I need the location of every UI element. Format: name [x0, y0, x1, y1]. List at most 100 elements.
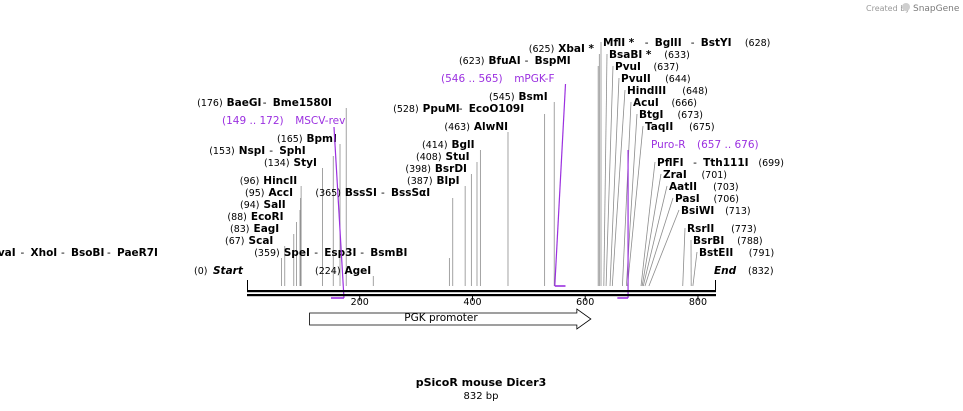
enzyme-cut-leader — [622, 101, 632, 287]
enzyme-cut-leader — [644, 197, 674, 287]
primer-leader — [554, 83, 567, 287]
enzyme-name: PasI — [675, 193, 700, 205]
end-label: End — [714, 265, 737, 277]
enzyme-cut-leader — [605, 65, 614, 287]
enzyme-position: (365) — [315, 188, 341, 199]
enzyme-position: (96) — [240, 176, 260, 187]
enzyme-name: ScaI — [249, 235, 274, 247]
enzyme-position: (134) — [264, 158, 290, 169]
enzyme-cut-leader — [682, 227, 686, 287]
enzyme-name: SalI — [264, 199, 286, 211]
enzyme-name: PpuMI — [423, 103, 460, 115]
enzyme-name: BpmI — [307, 133, 337, 145]
ruler-tick-label: 600 — [576, 297, 594, 308]
enzyme-name: PaeR7I — [117, 247, 158, 259]
enzyme-position: (633) — [664, 50, 690, 61]
start-position: (0) — [194, 266, 207, 277]
ruler-ticks: 200 400 600 800 — [351, 296, 707, 308]
enzyme-cut-leader — [692, 251, 698, 287]
enzyme-position: (713) — [725, 206, 751, 217]
enzyme-separator: - — [691, 37, 695, 49]
primer-name: Puro-R — [651, 139, 686, 151]
dna-backbone — [247, 280, 716, 297]
enzyme-name: BtgI — [639, 109, 663, 121]
enzyme-name: BglII — [655, 37, 682, 49]
enzyme-name: EagI — [254, 223, 280, 235]
enzyme-cut-leader — [648, 209, 680, 287]
enzyme-name: AgeI — [345, 265, 372, 277]
enzyme-name: Esp3I — [324, 247, 356, 259]
enzyme-name: AvaI — [0, 247, 16, 259]
enzyme-separator: - — [269, 145, 273, 157]
enzyme-position: (791) — [749, 248, 775, 259]
enzyme-name: BstYI — [701, 37, 732, 49]
enzyme-separator: - — [61, 247, 65, 259]
enzyme-position: (699) — [758, 158, 784, 169]
ruler-tick-label: 400 — [463, 297, 481, 308]
enzyme-name: BsmBI — [370, 247, 407, 259]
enzyme-name: EcoRI — [251, 211, 284, 223]
enzyme-name: HindIII — [627, 85, 666, 97]
enzyme-position: (398) — [405, 164, 431, 175]
enzyme-labels: (61)SmlI-AvaI-XhoI-BsoBI-PaeR7I(67)ScaI(… — [0, 37, 784, 277]
enzyme-position: (773) — [731, 224, 757, 235]
enzyme-name: AatII — [669, 181, 697, 193]
enzyme-position: (165) — [277, 134, 303, 145]
enzyme-name: SphI — [279, 145, 305, 157]
ruler-tick-label: 800 — [689, 297, 707, 308]
enzyme-name: Bme1580I — [273, 97, 332, 109]
primer-name: MSCV-rev — [295, 115, 345, 127]
primer-range: (149 .. 172) — [222, 115, 284, 127]
map-title-group: pSicoR mouse Dicer3 832 bp — [416, 376, 547, 402]
enzyme-position: (644) — [665, 74, 691, 85]
enzyme-position: (176) — [197, 98, 223, 109]
enzyme-position: (675) — [689, 122, 715, 133]
enzyme-cut-leader — [609, 77, 620, 287]
enzyme-name: Tth111I — [703, 157, 748, 169]
enzyme-position: (408) — [416, 152, 442, 163]
map-length: 832 bp — [464, 391, 499, 402]
enzyme-separator: - — [263, 97, 267, 109]
enzyme-name: StyI — [294, 157, 317, 169]
enzyme-position: (528) — [393, 104, 419, 115]
enzyme-position: (463) — [444, 122, 470, 133]
enzyme-separator: - — [525, 55, 529, 67]
enzyme-name: BstEII — [699, 247, 733, 259]
primer-leader — [333, 126, 345, 299]
enzyme-position: (359) — [254, 248, 280, 259]
enzyme-name: BsaBI * — [609, 49, 652, 61]
enzyme-position: (628) — [745, 38, 771, 49]
enzyme-name: RsrII — [687, 223, 714, 235]
enzyme-position: (153) — [209, 146, 235, 157]
pgk-promoter-arrow — [309, 308, 592, 330]
enzyme-position: (673) — [677, 110, 703, 121]
enzyme-name: BspMI — [535, 55, 571, 67]
enzyme-name: BsoBI — [71, 247, 104, 259]
start-label: Start — [213, 265, 244, 277]
enzyme-name: StuI — [446, 151, 470, 163]
enzyme-cut-leader — [611, 89, 626, 287]
enzyme-position: (414) — [422, 140, 448, 151]
enzyme-name: BsmI — [519, 91, 548, 103]
enzyme-position: (224) — [315, 266, 341, 277]
primer-range: (657 .. 676) — [697, 139, 759, 151]
features-layer: PGK promoter — [309, 308, 592, 330]
enzyme-separator: - — [645, 37, 649, 49]
snapgene-logo-icon — [902, 3, 910, 11]
enzyme-name: AlwNI — [474, 121, 508, 133]
enzyme-position: (95) — [245, 188, 265, 199]
enzyme-name: AccI — [269, 187, 293, 199]
ruler-tick-label: 200 — [351, 297, 369, 308]
enzyme-separator: - — [459, 103, 463, 115]
enzyme-name: ZraI — [663, 169, 687, 181]
enzyme-name: PflFI — [657, 157, 684, 169]
created-by-text: Created by — [866, 4, 910, 13]
enzyme-cut-leader — [642, 185, 668, 287]
enzyme-name: NspI — [239, 145, 265, 157]
primer-annotations: (149 .. 172)MSCV-rev(546 .. 565)mPGK-F(6… — [222, 73, 759, 299]
enzyme-name: PvuII — [621, 73, 651, 85]
enzyme-position: (623) — [459, 56, 485, 67]
enzyme-position: (648) — [682, 86, 708, 97]
enzyme-separator: - — [314, 247, 318, 259]
